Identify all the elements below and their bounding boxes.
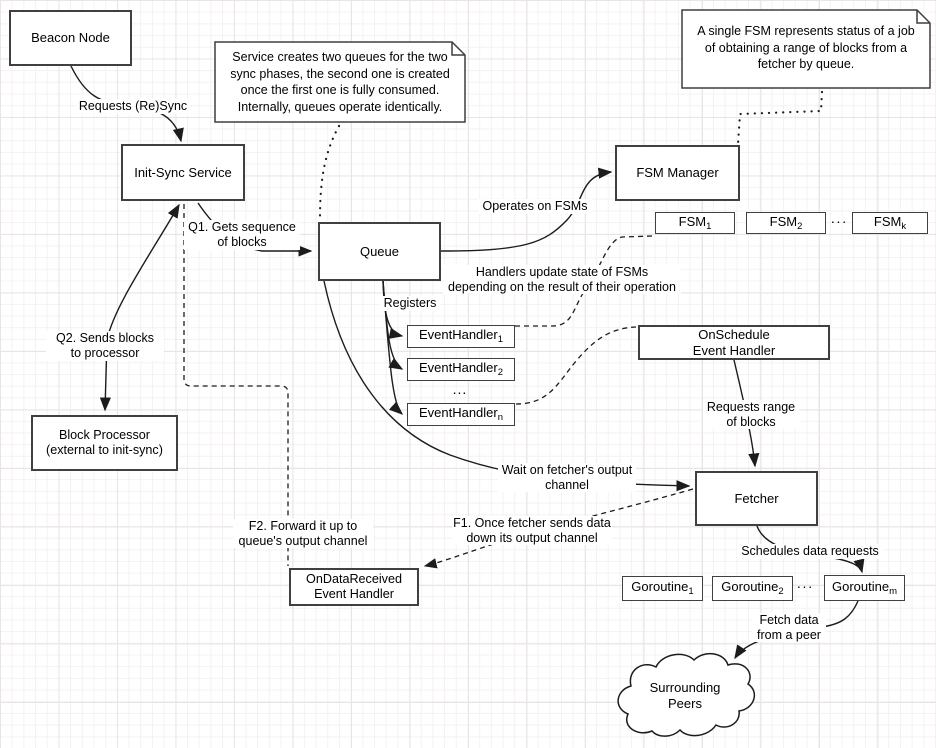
- node-label: Beacon Node: [31, 30, 110, 46]
- node-ondatareceived-event-handler: OnDataReceived Event Handler: [289, 568, 419, 606]
- node-queue: Queue: [318, 222, 441, 281]
- node-label: OnDataReceived Event Handler: [306, 571, 402, 601]
- edge-q2-initsync-blockprocessor: [99, 203, 180, 412]
- goroutine-ellipsis: ···: [796, 578, 814, 594]
- queue-note-shape: [214, 41, 466, 123]
- node-label: FSMk: [873, 213, 907, 232]
- edge-label-q2: Q2. Sends blocks to processor: [46, 331, 164, 361]
- node-fsm-2: FSM2: [746, 212, 826, 234]
- node-label: Goroutinem: [831, 578, 897, 597]
- node-label: EventHandlern: [418, 405, 504, 424]
- node-eventhandler-2: EventHandler2: [407, 358, 515, 381]
- node-surrounding-peers-label: Surrounding Peers: [649, 679, 721, 711]
- node-goroutine-2: Goroutine2: [712, 576, 793, 601]
- edge-queue-to-fetcher: [323, 280, 691, 492]
- node-eventhandler-1: EventHandler1: [407, 325, 515, 348]
- node-label: Fetcher: [734, 490, 779, 506]
- node-label: Queue: [359, 243, 400, 259]
- node-goroutine-m: Goroutinem: [824, 575, 905, 601]
- connector-fsm-note: [736, 90, 824, 146]
- connector-queue-note: [318, 124, 341, 220]
- node-fsm-1: FSM1: [655, 212, 735, 234]
- edge-label-registers: Registers: [380, 296, 440, 311]
- node-fetcher: Fetcher: [695, 471, 818, 526]
- node-block-processor: Block Processor (external to init-sync): [31, 415, 178, 471]
- node-label: OnSchedule Event Handler: [692, 326, 776, 358]
- queue-note-text: Service creates two queues for the two s…: [230, 50, 450, 114]
- node-label: EventHandler1: [418, 327, 504, 346]
- fsm-note-shape: [681, 9, 931, 89]
- node-label: FSM Manager: [636, 165, 719, 181]
- node-beacon-node: Beacon Node: [9, 10, 132, 66]
- node-init-sync-service: Init-Sync Service: [121, 144, 245, 201]
- edge-label-q1: Q1. Gets sequence of blocks: [184, 220, 300, 250]
- node-label: FSM1: [678, 213, 712, 232]
- edge-label-wait-output: Wait on fetcher's output channel: [498, 463, 636, 492]
- edge-label-f2: F2. Forward it up to queue's output chan…: [233, 519, 373, 548]
- surrounding-peers-cloud: [617, 653, 756, 737]
- node-label: Init-Sync Service: [134, 164, 232, 180]
- edge-label-f1: F1. Once fetcher sends data down its out…: [452, 515, 612, 545]
- edge-label-requests-resync: Requests (Re)Sync: [76, 99, 190, 114]
- node-fsm-manager: FSM Manager: [615, 145, 740, 201]
- fsm-ellipsis: ···: [830, 213, 848, 229]
- edge-f2-ondatareceived-to-initsync: [183, 204, 289, 566]
- edge-label-fetch-data: Fetch data from a peer: [752, 613, 826, 642]
- edge-label-requests-range: Requests range of blocks: [703, 400, 799, 429]
- eventhandler-ellipsis: ...: [452, 381, 468, 397]
- edge-queue-to-fsm-manager: [440, 167, 613, 252]
- fsm-note-text: A single FSM represents status of a job …: [697, 24, 915, 72]
- edge-label-schedules: Schedules data requests: [737, 544, 883, 559]
- node-fsm-k: FSMk: [852, 212, 928, 234]
- edge-queue-to-eventhandler2: [382, 280, 404, 370]
- node-goroutine-1: Goroutine1: [622, 576, 703, 601]
- edge-eventhandlern-to-onschedule: [515, 326, 637, 405]
- node-eventhandler-n: EventHandlern: [407, 403, 515, 426]
- node-label: Block Processor (external to init-sync): [46, 427, 163, 457]
- node-label: FSM2: [769, 213, 803, 232]
- edge-label-handlers-update: Handlers update state of FSMs depending …: [443, 265, 681, 294]
- node-onschedule-event-handler: OnSchedule Event Handler: [638, 325, 830, 360]
- node-label: Goroutine2: [721, 579, 784, 598]
- node-label: Goroutine1: [631, 579, 694, 598]
- node-label: EventHandler2: [418, 360, 504, 379]
- edge-label-operates-on-fsms: Operates on FSMs: [478, 199, 592, 214]
